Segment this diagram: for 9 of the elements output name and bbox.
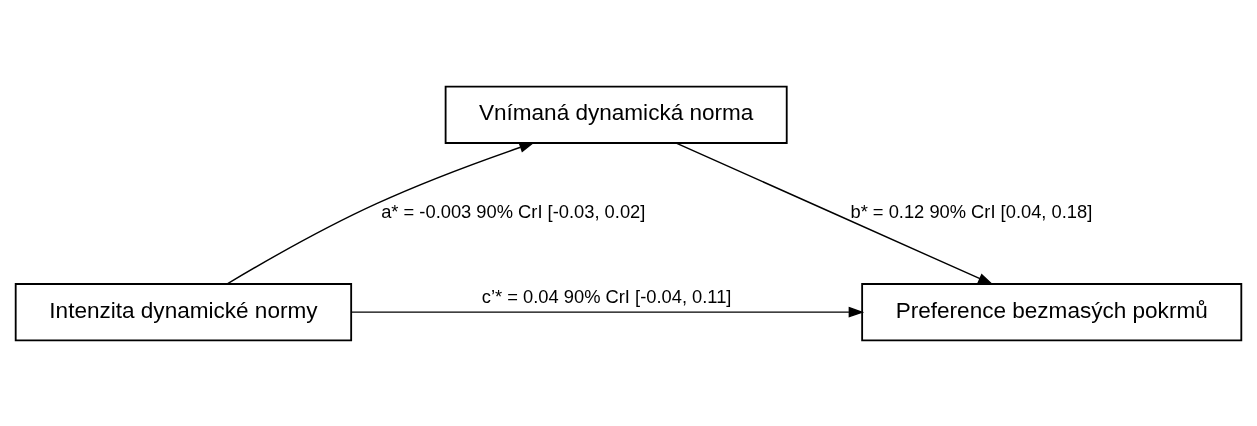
arrow <box>226 141 535 285</box>
arrow <box>675 141 994 285</box>
edge-label: c’* = 0.04 90% CrI [-0.04, 0.11] <box>481 285 732 307</box>
arrow <box>350 306 865 318</box>
edge-label: a* = -0.003 90% CrI [-0.03, 0.02] <box>381 200 646 222</box>
node-box: Vnímaná dynamická norma <box>444 85 788 144</box>
edge-label: b* = 0.12 90% CrI [0.04, 0.18] <box>850 200 1093 222</box>
node-box: Preference bezmasých pokrmů <box>861 282 1243 341</box>
node-box: Intenzita dynamické normy <box>14 282 353 341</box>
